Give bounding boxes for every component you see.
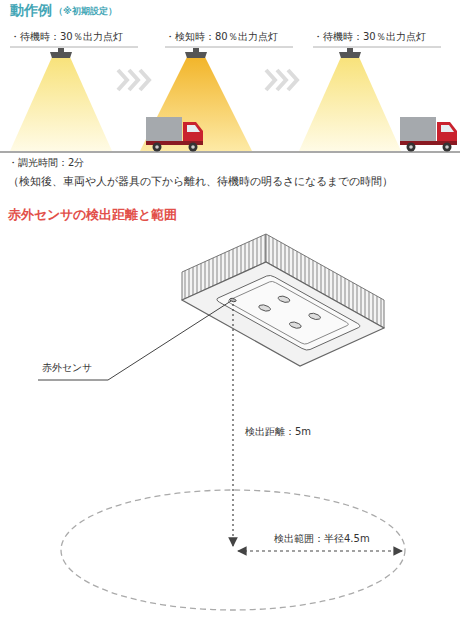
dimension: 検出範囲：半径4.5m xyxy=(272,533,372,545)
light-cone xyxy=(10,57,112,151)
lamp-fixture xyxy=(50,48,361,58)
note: （※初期設定） xyxy=(54,6,117,17)
ground-line xyxy=(0,151,460,153)
detection-area xyxy=(61,490,405,610)
light-cone xyxy=(140,57,252,151)
state-label: ・待機時：30％出力点灯 xyxy=(313,31,426,43)
distance-arrow xyxy=(232,304,233,546)
truck xyxy=(146,117,203,152)
note: ・調光時間：2分 xyxy=(8,157,84,169)
chevron-arrow xyxy=(118,70,297,90)
section-heading: 赤外センサの検出距離と範囲 xyxy=(8,207,177,223)
state-label: ・待機時：30％出力点灯 xyxy=(10,31,123,43)
part-label: 赤外センサ xyxy=(42,362,92,374)
truck xyxy=(400,117,457,152)
light-cone xyxy=(299,57,401,151)
label-underline xyxy=(10,47,441,48)
state-label: ・検知時：80％出力点灯 xyxy=(165,31,278,43)
dimension: 検出距離：5m xyxy=(243,426,313,438)
leader-line xyxy=(38,301,231,380)
note: （検知後、車両や人が器具の下から離れ、待機時の明るさになるまでの時間） xyxy=(8,175,393,188)
section-heading: 動作例 xyxy=(10,2,52,19)
radius-arrow xyxy=(238,550,402,551)
led-fixture xyxy=(182,234,384,366)
